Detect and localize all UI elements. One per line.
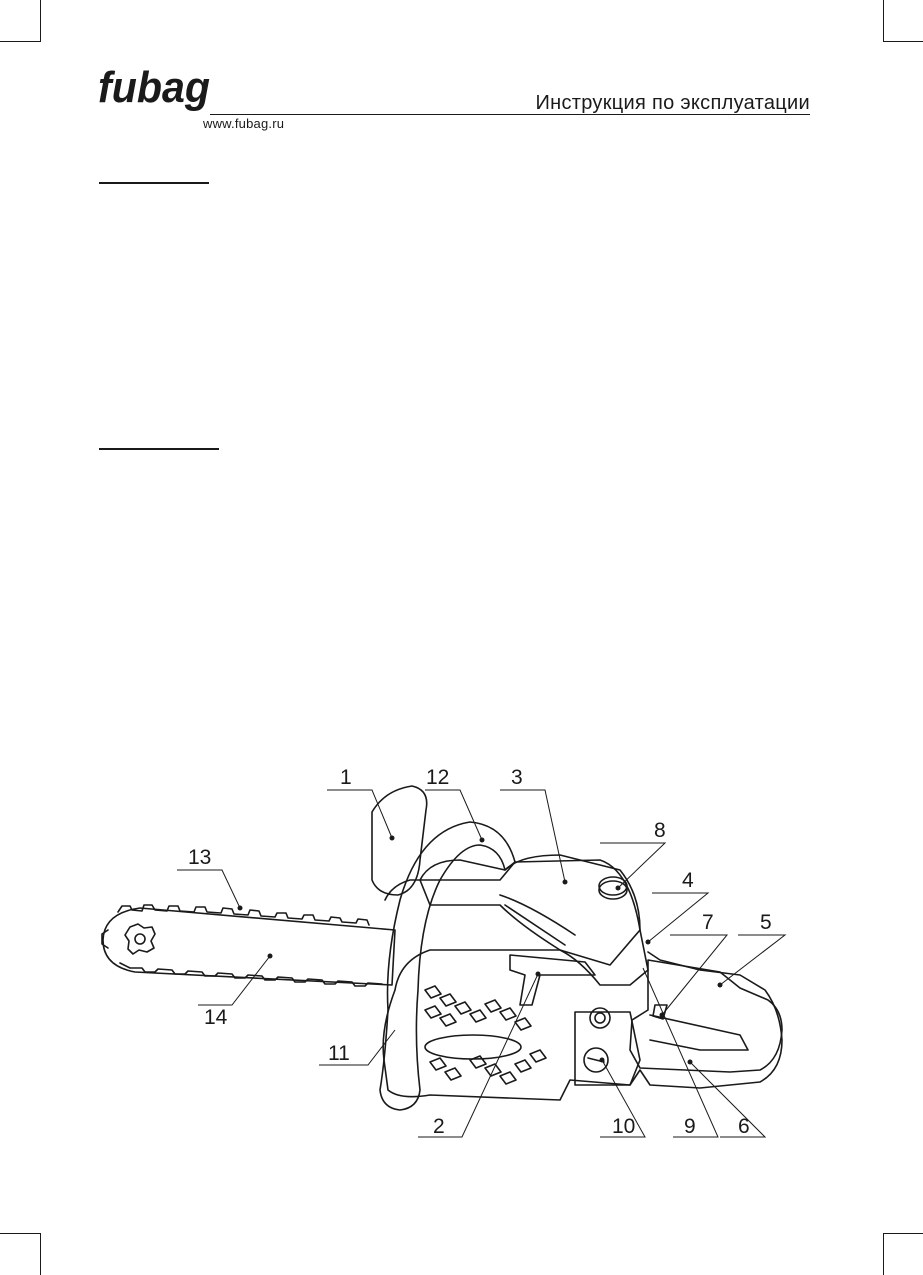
section-rule-1 — [99, 182, 209, 184]
crop-mark-top-left-h — [0, 41, 40, 42]
guide-bar — [102, 907, 396, 986]
website-url: www.fubag.ru — [203, 116, 285, 131]
callout-1: 1 — [340, 766, 352, 789]
callout-4: 4 — [682, 869, 694, 892]
crop-mark-top-right-h — [883, 41, 923, 42]
front-handle — [379, 821, 516, 1111]
callout-5: 5 — [760, 911, 772, 934]
crop-mark-top-left-v — [40, 0, 41, 42]
fubag-logo: fubag — [98, 63, 210, 112]
rear-handle — [629, 959, 783, 1073]
callout-8: 8 — [654, 819, 666, 842]
section-rule-2 — [99, 448, 219, 450]
saw-chain — [117, 904, 370, 926]
choke-knob — [583, 1047, 609, 1073]
callout-7: 7 — [702, 911, 714, 934]
callout-9: 9 — [684, 1115, 696, 1138]
fuel-cap — [598, 880, 628, 900]
crop-mark-bottom-right-v — [883, 1233, 884, 1275]
callout-14: 14 — [204, 1006, 228, 1029]
callout-11: 11 — [328, 1042, 350, 1065]
svg-text:fubag: fubag — [98, 63, 210, 112]
callout-6: 6 — [738, 1115, 750, 1138]
crop-mark-bottom-right-h — [883, 1233, 923, 1234]
callout-10: 10 — [612, 1115, 635, 1138]
crop-mark-bottom-left-v — [40, 1233, 41, 1275]
crop-mark-bottom-left-h — [0, 1233, 40, 1234]
throttle-trigger — [652, 1004, 668, 1020]
callout-2: 2 — [433, 1115, 445, 1138]
crop-mark-top-right-v — [883, 0, 884, 42]
callout-13: 13 — [188, 846, 211, 869]
sprocket — [124, 923, 156, 955]
page-title: Инструкция по эксплуатации — [535, 92, 810, 114]
callout-3: 3 — [511, 766, 523, 789]
header-rule — [210, 114, 810, 115]
air-intake — [424, 1034, 522, 1060]
callout-12: 12 — [426, 766, 449, 789]
hand-guard — [371, 785, 428, 896]
top-cover — [419, 854, 641, 966]
cooling-vents — [424, 985, 547, 1085]
engine-housing — [382, 859, 783, 1101]
starter-handle — [509, 954, 596, 1006]
